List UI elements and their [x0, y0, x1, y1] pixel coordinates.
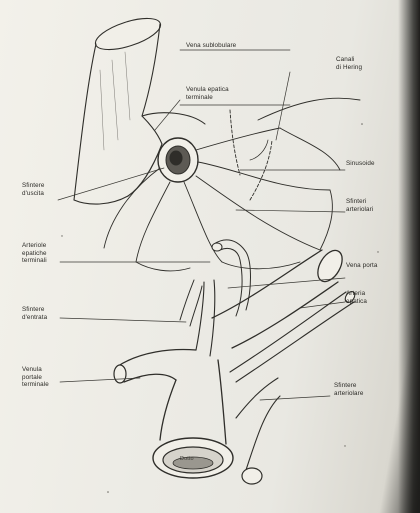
label-lumen: Dotto	[180, 456, 194, 464]
label-canali-di-hering: Canali di Hering	[336, 56, 362, 71]
label-venula-epatica-terminale: Venula epatica terminale	[186, 86, 229, 101]
lower-right-tube-drawing	[236, 378, 280, 484]
label-arteria-epatica: Arteria epatica	[346, 290, 367, 305]
label-sfintere-d-uscita: Sfintere d'uscita	[22, 182, 45, 197]
label-arteriole-epatiche-terminali: Arteriole epatiche terminali	[22, 242, 47, 265]
scan-specks	[61, 123, 378, 493]
terminal-portal-venule-drawing	[114, 280, 233, 478]
terminal-hepatic-venule-drawing	[128, 113, 205, 196]
hepatic-artery-drawing	[230, 290, 357, 382]
label-sfintere-d-entrata: Sfintere d'entrata	[22, 306, 47, 321]
portal-vein-drawing	[212, 246, 347, 348]
label-sfinteri-arteriolari: Sfinteri arteriolari	[346, 198, 373, 213]
label-sinusoide: Sinusoide	[346, 160, 375, 168]
label-sfintere-arteriolare: Sfintere arteriolare	[334, 382, 363, 397]
label-vena-sublobulare: Vena sublobulare	[186, 42, 236, 50]
label-vena-porta: Vena porta	[346, 262, 377, 270]
label-venula-portale-terminale: Venula portale terminale	[22, 366, 49, 389]
page-edge-shadow	[398, 0, 420, 513]
sinusoid-network-drawing	[104, 98, 360, 271]
